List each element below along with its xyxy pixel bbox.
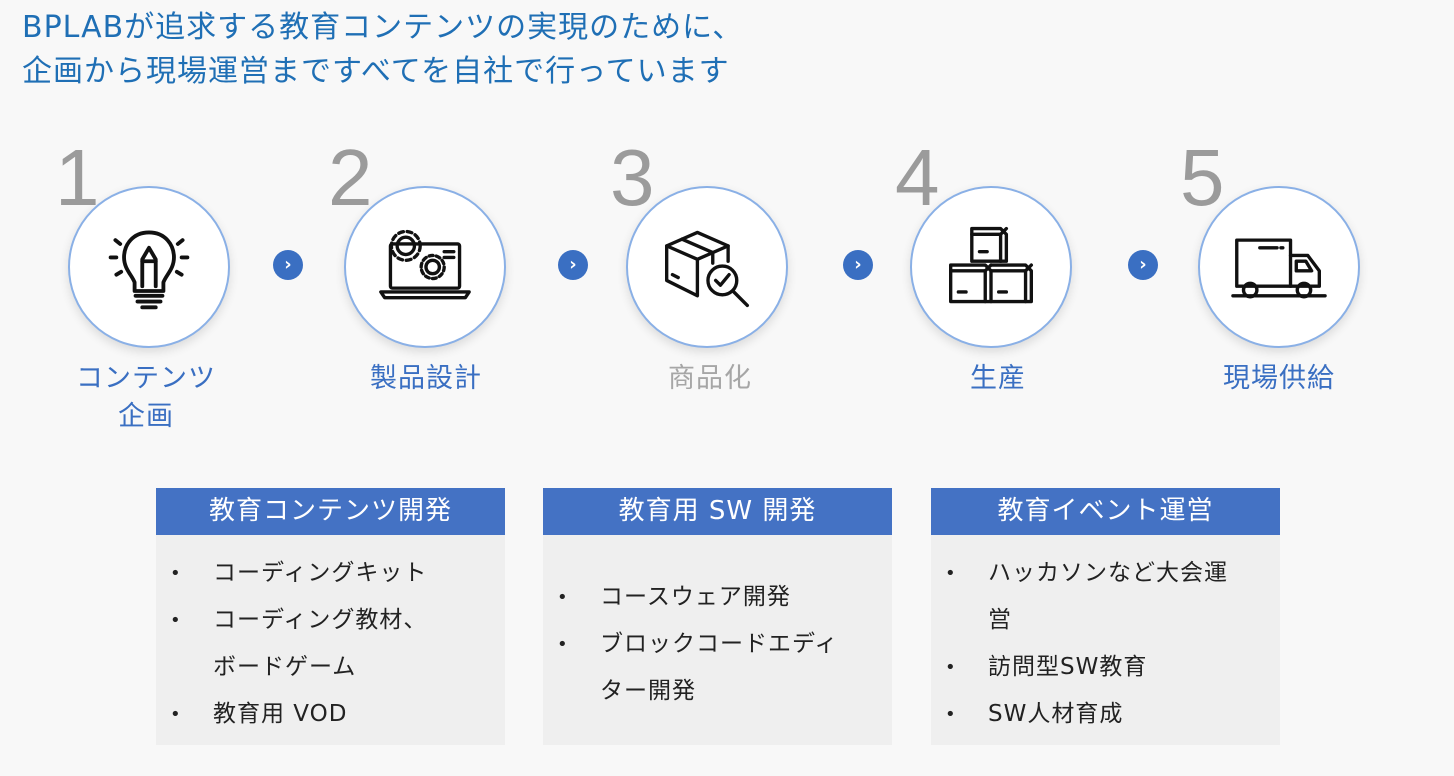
service-box-sw-dev: 教育用 SW 開発 コースウェア開発 ブロックコードエディ ター開発 bbox=[543, 488, 892, 745]
step-label-5: 現場供給 bbox=[1223, 363, 1335, 394]
delivery-truck-icon bbox=[1231, 238, 1327, 299]
list-item: コースウェア開発 bbox=[543, 574, 892, 621]
step-label-1-line-1: コンテンツ bbox=[76, 363, 216, 394]
step-label-1: コンテンツ 企画 bbox=[46, 360, 246, 436]
list-item: ター開発 bbox=[600, 678, 696, 704]
step-label-1-line-2: 企画 bbox=[118, 401, 174, 432]
list-item: 教育用 VOD bbox=[156, 691, 505, 738]
list-item: 営 bbox=[988, 607, 1012, 633]
service-list: コーディングキット コーディング教材、 ボードゲーム 教育用 VOD bbox=[156, 550, 505, 738]
list-item: コーディング教材、 bbox=[156, 597, 505, 644]
headline: BPLABが追求する教育コンテンツの実現のために、 企画から現場運営まですべてを… bbox=[22, 6, 743, 94]
box-magnifier-check-icon bbox=[665, 230, 749, 308]
service-list: ハッカソンなど大会運 営 訪問型SW教育 SW人材育成 bbox=[931, 550, 1280, 738]
service-box-content-dev: 教育コンテンツ開発 コーディングキット コーディング教材、 ボードゲーム 教育用… bbox=[156, 488, 505, 745]
step-number-5: 5 bbox=[1180, 133, 1225, 222]
step-circle-5 bbox=[1198, 186, 1360, 348]
lightbulb-pencil-icon bbox=[108, 230, 190, 310]
list-item: ブロックコードエディ bbox=[543, 621, 892, 668]
headline-line-1: BPLABが追求する教育コンテンツの実現のために、 bbox=[22, 10, 744, 45]
step-label-3: 商品化 bbox=[668, 363, 752, 394]
step-number-3: 3 bbox=[610, 133, 655, 222]
arrow-icon-2: › bbox=[558, 250, 588, 280]
step-number-2: 2 bbox=[328, 133, 373, 222]
step-circle-1 bbox=[68, 186, 230, 348]
arrow-icon-4: › bbox=[1128, 250, 1158, 280]
stacked-boxes-icon bbox=[949, 226, 1033, 304]
arrow-icon-3: › bbox=[843, 250, 873, 280]
list-item: SW人材育成 bbox=[931, 691, 1280, 738]
step-label-2: 製品設計 bbox=[370, 363, 482, 394]
service-box-event-ops: 教育イベント運営 ハッカソンなど大会運 営 訪問型SW教育 SW人材育成 bbox=[931, 488, 1280, 745]
step-circle-4 bbox=[910, 186, 1072, 348]
step-label-4: 生産 bbox=[970, 363, 1026, 394]
step-circle-3 bbox=[626, 186, 788, 348]
service-box-title: 教育用 SW 開発 bbox=[543, 488, 892, 535]
step-circle-2 bbox=[344, 186, 506, 348]
headline-line-2: 企画から現場運営まですべてを自社で行っています bbox=[22, 54, 730, 89]
list-item: コーディングキット bbox=[156, 550, 505, 597]
step-number-1: 1 bbox=[55, 133, 100, 222]
list-item: ボードゲーム bbox=[213, 654, 357, 680]
arrow-icon-1: › bbox=[273, 250, 303, 280]
service-box-title: 教育イベント運営 bbox=[931, 488, 1280, 535]
service-list: コースウェア開発 ブロックコードエディ ター開発 bbox=[543, 574, 892, 715]
list-item: 訪問型SW教育 bbox=[931, 644, 1280, 691]
list-item: ハッカソンなど大会運 bbox=[931, 550, 1280, 597]
step-number-4: 4 bbox=[895, 133, 940, 222]
laptop-gears-icon bbox=[379, 229, 471, 300]
service-box-title: 教育コンテンツ開発 bbox=[156, 488, 505, 535]
